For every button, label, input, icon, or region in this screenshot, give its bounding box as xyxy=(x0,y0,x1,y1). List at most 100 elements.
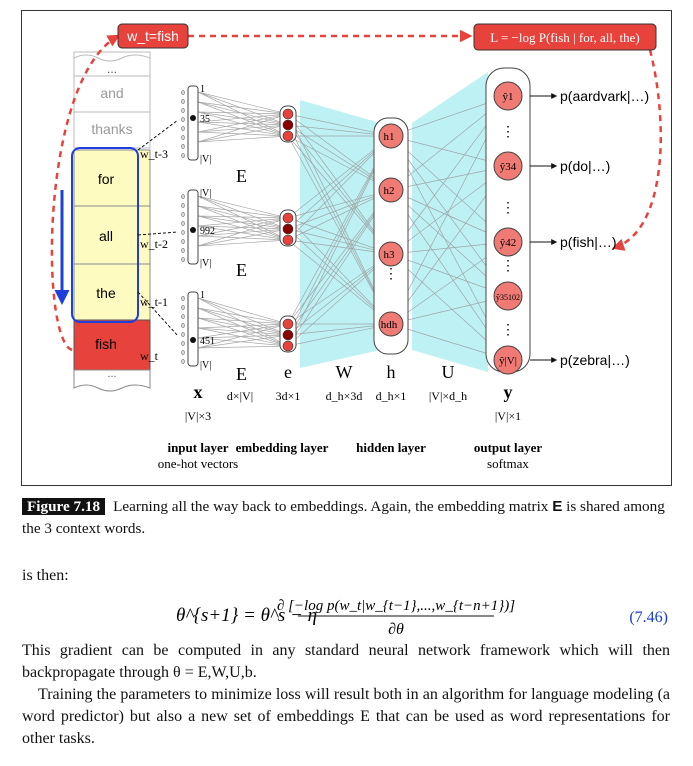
one-hot-bottom-label: |V| xyxy=(200,360,211,371)
paragraph-2: Training the parameters to minimize loss… xyxy=(22,686,670,747)
layer-name: embedding layer xyxy=(236,440,329,455)
hidden-unit xyxy=(378,123,404,149)
svg-text:⋮: ⋮ xyxy=(501,259,515,274)
one-hot-zero: 0 xyxy=(181,152,185,160)
connection-line xyxy=(197,225,289,230)
connection-line xyxy=(197,101,289,137)
caption-text: Learning all the way back to embeddings.… xyxy=(113,498,553,515)
connection-line xyxy=(197,337,289,347)
connection-line xyxy=(197,327,289,347)
connection-line xyxy=(197,317,289,325)
connection-line xyxy=(197,195,289,219)
connection-line xyxy=(197,334,289,339)
svg-text:3d×1: 3d×1 xyxy=(276,389,301,403)
equation-numerator: ∂ [−log p(w_t|w_{t−1},...,w_{t−n+1})] xyxy=(277,598,515,614)
layer-name: output layer xyxy=(474,440,542,455)
svg-text:e: e xyxy=(284,362,292,382)
layer-name: input layer xyxy=(167,440,228,455)
connection-line xyxy=(197,135,289,143)
one-hot-zero: 0 xyxy=(181,116,185,124)
output-unit xyxy=(493,227,523,257)
window-word: all xyxy=(99,228,113,244)
connection-line xyxy=(197,297,289,336)
connection-line xyxy=(197,91,289,137)
svg-text:d_h×3d: d_h×3d xyxy=(326,389,363,403)
embedding-unit xyxy=(282,234,294,246)
output-unit xyxy=(493,151,523,181)
connection-line xyxy=(197,195,289,241)
one-hot-vectors: 00000000135|V|00000000|V|992|V|000000001… xyxy=(181,84,215,371)
one-hot-zero: 0 xyxy=(181,134,185,142)
one-hot-vector xyxy=(187,85,199,161)
connection-line xyxy=(197,307,289,325)
hidden-to-output-band xyxy=(412,72,488,372)
connection-line xyxy=(197,131,289,137)
output-unit-label: ŷ34 xyxy=(500,161,517,173)
connection-line xyxy=(197,228,289,237)
one-hot-zero: 0 xyxy=(181,89,185,97)
context-label: w_t-2 xyxy=(140,237,168,251)
one-hot-active xyxy=(190,337,196,343)
connection-line xyxy=(197,307,289,336)
target-box xyxy=(117,23,189,49)
embedding-unit xyxy=(282,108,294,120)
embedding-unit xyxy=(282,318,294,330)
one-hot-zero: 0 xyxy=(181,349,185,357)
layer-axis-labels: x e W h U y |V|×3 d×|V| 3d×1 d_h×3d d_h×… xyxy=(185,362,521,423)
figure-label: Figure 7.18 xyxy=(22,498,106,515)
connection-line xyxy=(197,323,289,349)
svg-text:y: y xyxy=(504,382,513,402)
loss-box-label: L = −log P(fish | for, all, the) xyxy=(490,30,640,45)
context-label: w_t-3 xyxy=(140,147,168,161)
one-hot-zero: 0 xyxy=(181,107,185,115)
matrix-E-label: E xyxy=(236,260,247,280)
one-hot-zero: 0 xyxy=(181,98,185,106)
connection-line xyxy=(197,124,289,133)
one-hot-active xyxy=(190,227,196,233)
hidden-unit xyxy=(378,241,404,267)
one-hot-bottom-label: |V| xyxy=(200,258,211,269)
connection-line xyxy=(197,205,289,230)
connection-line xyxy=(197,195,289,230)
output-prob-labels: p(aardvark|…) p(do|…) p(fish|…) p(zebra|… xyxy=(530,88,649,368)
connection-line xyxy=(197,91,289,115)
connection-line xyxy=(197,215,289,219)
target-box-label: w_t=fish xyxy=(126,28,179,44)
is-then-text: is then: xyxy=(22,567,69,584)
embedding-unit xyxy=(282,130,294,142)
connection-line xyxy=(197,297,289,347)
one-hot-zero: 0 xyxy=(181,220,185,228)
one-hot-zero: 0 xyxy=(181,143,185,151)
connection-line xyxy=(197,317,289,347)
connection-line xyxy=(197,225,289,241)
network-figure: ... and thanks for all the fish ... w_t=… xyxy=(21,10,672,486)
connection-line xyxy=(197,297,289,325)
embedding-unit xyxy=(282,119,294,131)
one-hot-active xyxy=(190,115,196,121)
window-word: ... xyxy=(107,368,116,380)
loss-to-fish-dashed xyxy=(611,49,663,251)
connection-line xyxy=(197,91,289,126)
output-unit-label: ŷ1 xyxy=(503,91,514,103)
connection-line xyxy=(197,113,289,123)
svg-text:|V|×d_h: |V|×d_h xyxy=(429,389,467,403)
prob-label: p(aardvark|…) xyxy=(560,88,649,104)
prob-label: p(do|…) xyxy=(560,158,610,174)
connection-line xyxy=(197,205,289,241)
connection-line xyxy=(197,101,289,126)
prob-label: p(zebra|…) xyxy=(560,352,630,368)
layer-sub: softmax xyxy=(487,456,529,471)
svg-text:|V|×3: |V|×3 xyxy=(185,409,211,423)
window-word: fish xyxy=(95,336,117,352)
connection-line xyxy=(197,111,289,115)
connection-line xyxy=(197,334,289,349)
output-unit-label: ŷ35102 xyxy=(496,293,520,302)
equation-lhs: θ^{s+1} = θ^s − η xyxy=(176,605,317,626)
svg-text:W: W xyxy=(336,362,353,382)
connection-line xyxy=(197,217,289,247)
one-hot-zero: 0 xyxy=(181,322,185,330)
one-hot-index: 992 xyxy=(200,226,215,237)
one-hot-zero: 0 xyxy=(181,193,185,201)
one-hot-zero: 0 xyxy=(181,202,185,210)
connection-line xyxy=(197,205,289,219)
